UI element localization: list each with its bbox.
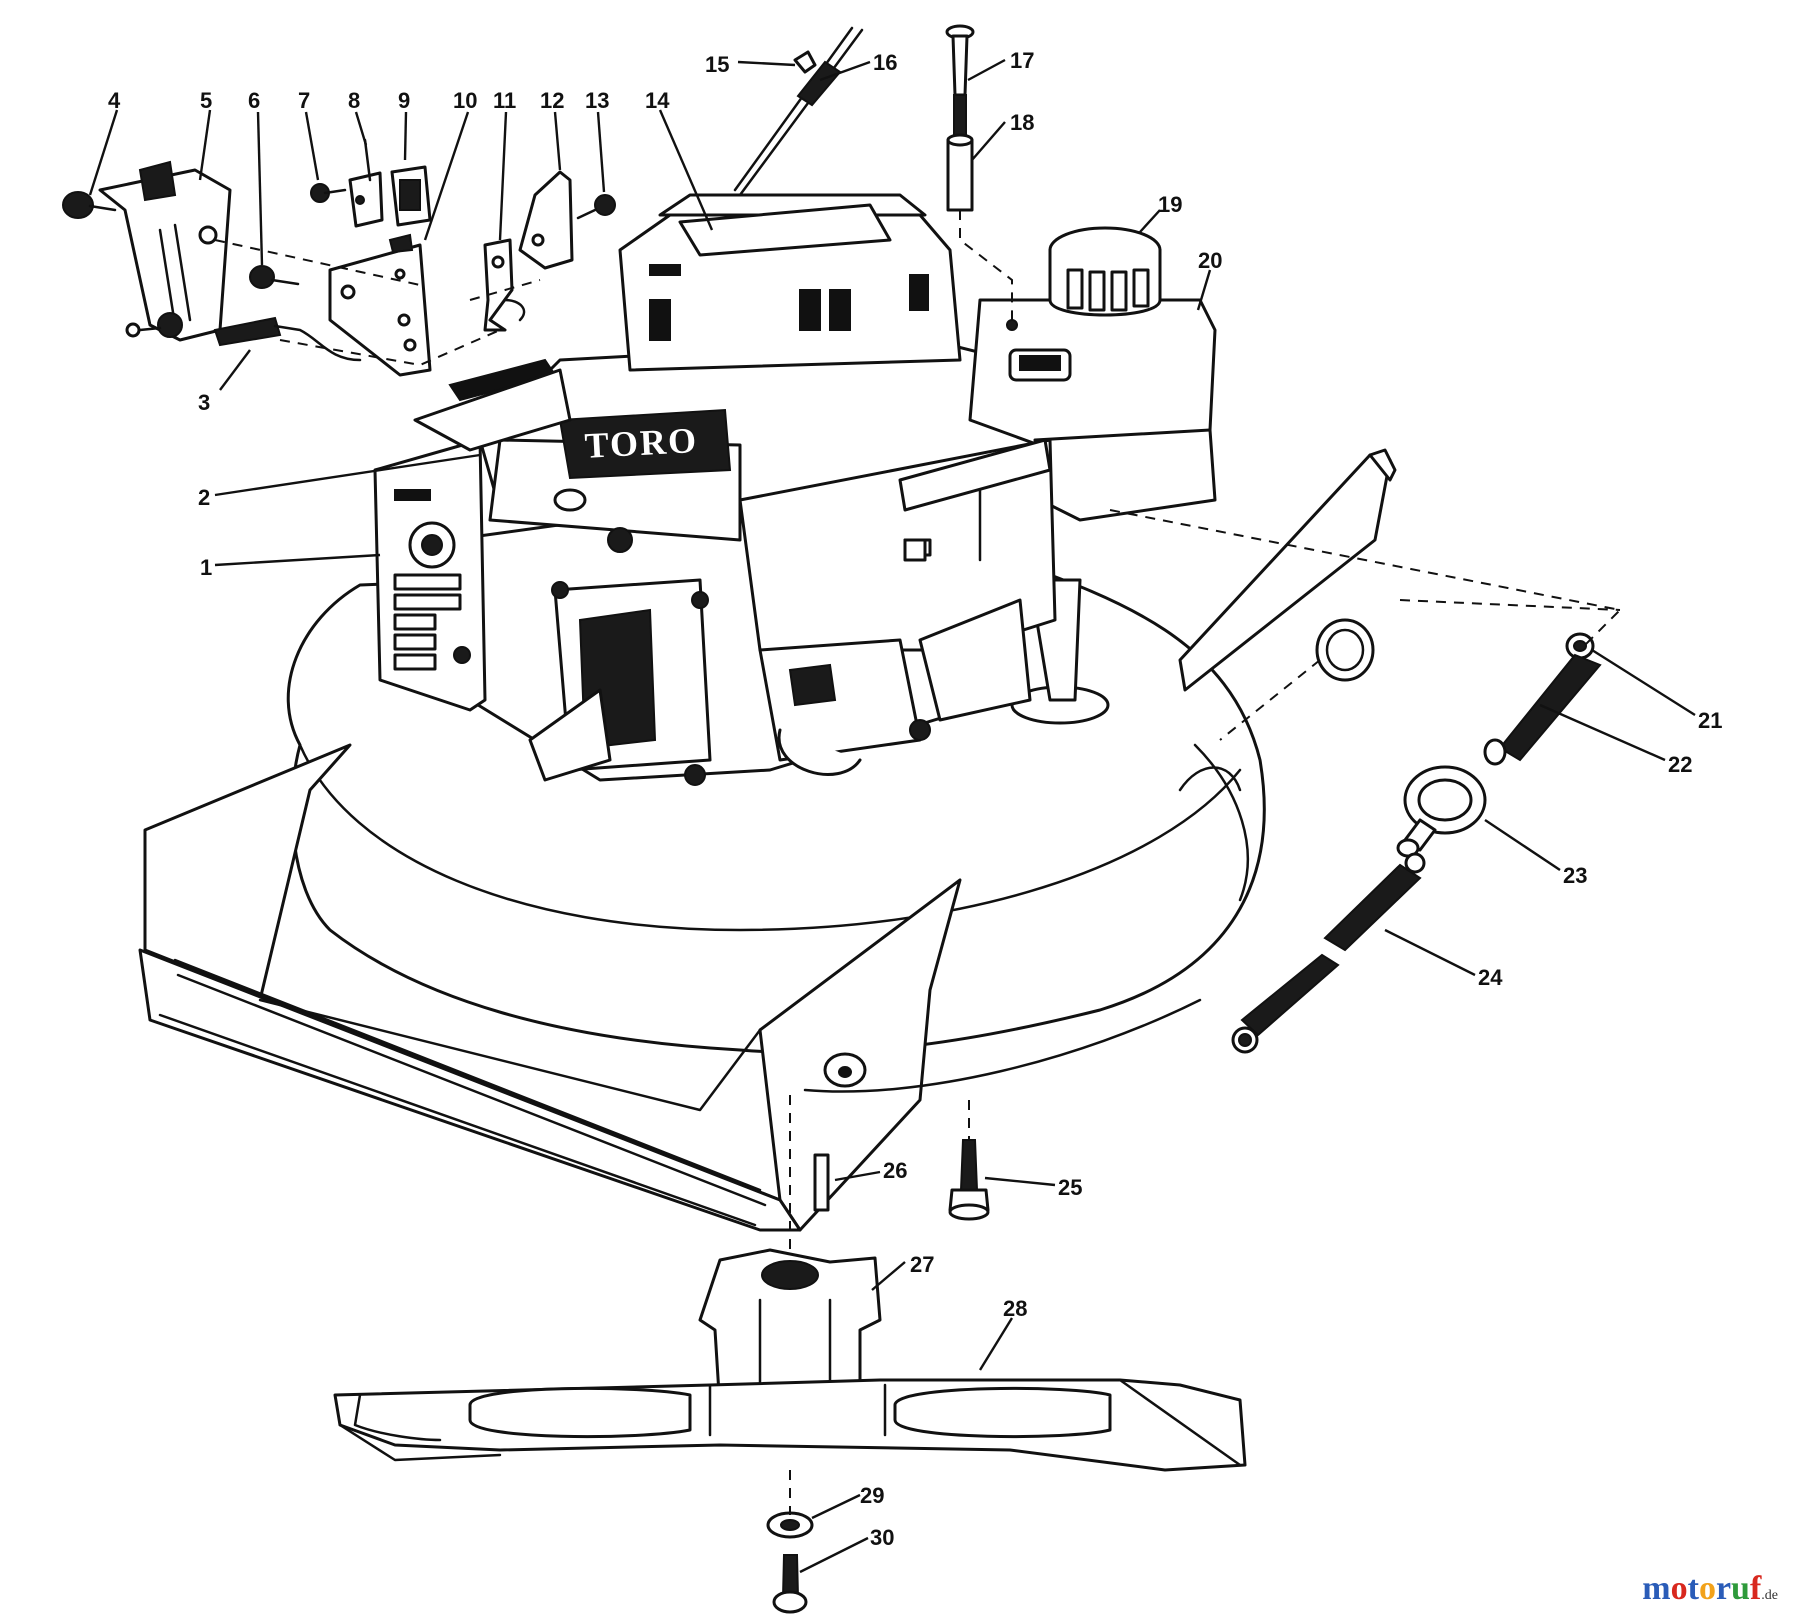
engine-logo-text: TORO [584,420,699,466]
watermark-letter: o [1670,1570,1688,1607]
part-4-screw-head [62,191,94,219]
watermark-logo: motoruf.de [1642,1570,1778,1608]
callout-1: 1 [200,555,212,580]
callout-numbers: 1 2 3 4 5 6 7 8 9 10 11 12 13 14 15 16 1… [108,48,1722,1550]
callout-21: 21 [1698,708,1722,733]
callout-20: 20 [1198,248,1222,273]
blade-assembly [333,1139,1247,1614]
callout-8: 8 [348,88,360,113]
engine: TORO [373,193,1217,786]
callout-9: 9 [398,88,410,113]
callout-26: 26 [883,1158,907,1183]
callout-4: 4 [108,88,121,113]
watermark-text: motoruf [1642,1570,1761,1607]
watermark-letter: o [1698,1570,1716,1607]
watermark-letter: m [1642,1570,1671,1607]
callout-10: 10 [453,88,477,113]
callout-19: 19 [1158,192,1182,217]
callout-18: 18 [1010,110,1034,135]
callout-29: 29 [860,1483,884,1508]
callout-11: 11 [493,88,516,113]
callout-12: 12 [540,88,564,113]
callout-6: 6 [248,88,260,113]
watermark-letter: u [1731,1570,1750,1607]
control-bracket-parts [62,138,616,377]
callout-27: 27 [910,1252,934,1277]
callout-15: 15 [705,52,729,77]
callout-23: 23 [1563,863,1587,888]
callout-17: 17 [1010,48,1034,73]
callout-25: 25 [1058,1175,1082,1200]
callout-2: 2 [198,485,210,510]
callout-3: 3 [198,390,210,415]
callout-7: 7 [298,88,310,113]
callout-14: 14 [645,88,670,113]
callout-28: 28 [1003,1296,1027,1321]
fuel-line-parts [1231,632,1602,1054]
callout-24: 24 [1478,965,1503,990]
callout-22: 22 [1668,752,1692,777]
callout-30: 30 [870,1525,894,1550]
callout-13: 13 [585,88,609,113]
watermark-suffix: .de [1761,1588,1778,1603]
callout-5: 5 [200,88,212,113]
watermark-letter: t [1687,1570,1699,1607]
watermark-letter: r [1715,1570,1732,1607]
callout-16: 16 [873,50,897,75]
top-parts [733,24,1018,331]
watermark-letter: f [1749,1570,1762,1607]
assembly-dashed-lines [214,210,1623,1515]
leader-lines [88,58,1696,1574]
